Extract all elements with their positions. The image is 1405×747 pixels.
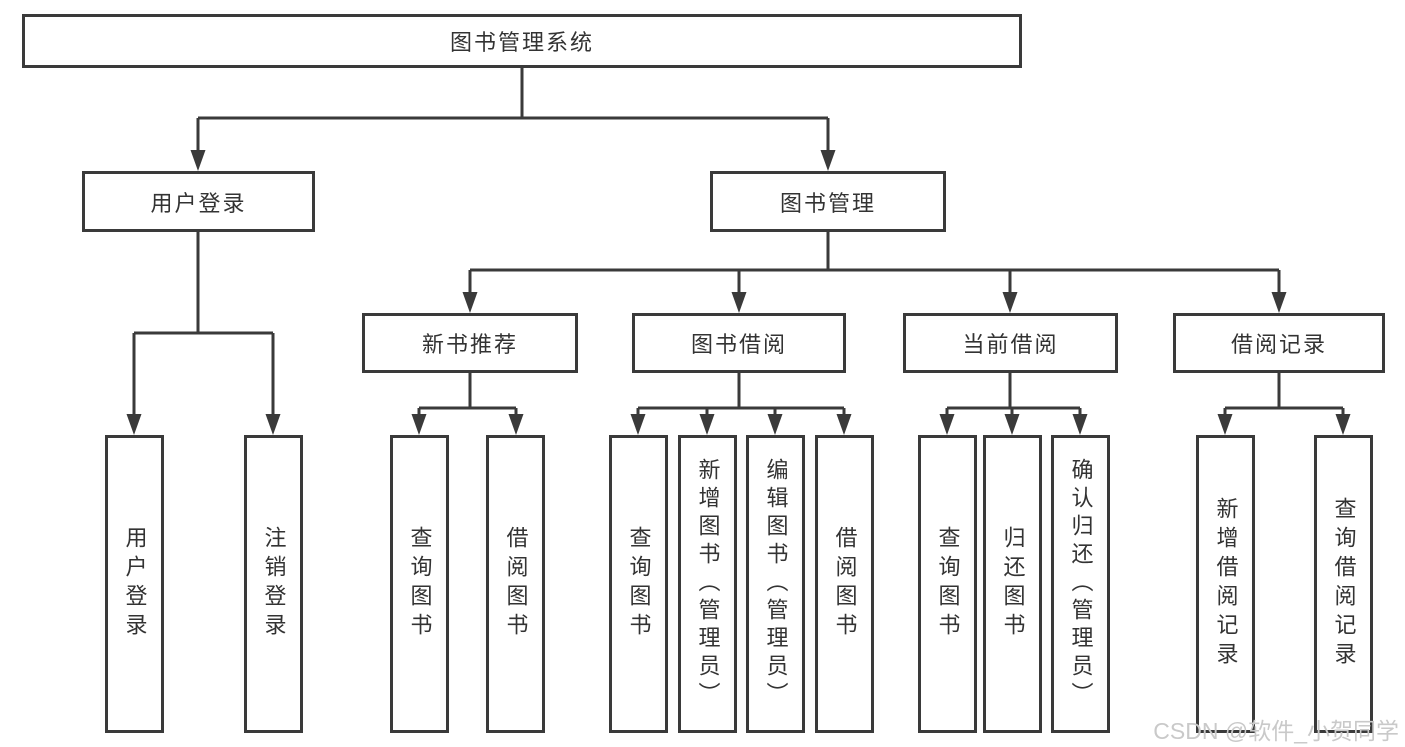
leaf-return-books: 归还图书 xyxy=(983,435,1042,733)
arrowhead xyxy=(1335,414,1351,435)
node-library-management-system: 图书管理系统 xyxy=(22,14,1022,68)
arrowhead xyxy=(767,414,783,435)
arrowhead xyxy=(126,414,142,435)
arrowhead xyxy=(1217,414,1233,435)
arrowhead xyxy=(699,414,715,435)
arrowhead xyxy=(508,414,524,435)
leaf-borrow-books: 借阅图书 xyxy=(815,435,874,733)
leaf-user-login: 用户登录 xyxy=(105,435,164,733)
leaf-borrow-books-recommend: 借阅图书 xyxy=(486,435,545,733)
arrowhead xyxy=(411,414,427,435)
node-borrowing-records: 借阅记录 xyxy=(1173,313,1385,373)
csdn-watermark: CSDN @软件_小贺同学 xyxy=(1153,718,1399,744)
arrowhead xyxy=(462,292,478,313)
arrowhead xyxy=(1271,292,1287,313)
leaf-edit-book-admin: 编辑图书（管理员） xyxy=(746,435,805,733)
node-current-borrowing: 当前借阅 xyxy=(903,313,1118,373)
leaf-add-book-admin: 新增图书（管理员） xyxy=(678,435,737,733)
arrowhead xyxy=(265,414,281,435)
arrowhead xyxy=(731,292,747,313)
arrowhead xyxy=(939,414,955,435)
leaf-query-books-borrow: 查询图书 xyxy=(609,435,668,733)
arrowhead xyxy=(1072,414,1088,435)
leaf-logout: 注销登录 xyxy=(244,435,303,733)
arrowhead xyxy=(190,150,206,171)
arrowhead xyxy=(836,414,852,435)
node-book-management: 图书管理 xyxy=(710,171,946,232)
arrowhead xyxy=(630,414,646,435)
leaf-confirm-return-admin: 确认归还（管理员） xyxy=(1051,435,1110,733)
leaf-query-books-recommend: 查询图书 xyxy=(390,435,449,733)
node-new-book-recommendation: 新书推荐 xyxy=(362,313,578,373)
arrowhead xyxy=(1004,414,1020,435)
arrowhead xyxy=(820,150,836,171)
arrowhead xyxy=(1002,292,1018,313)
node-book-borrowing: 图书借阅 xyxy=(632,313,846,373)
node-user-login: 用户登录 xyxy=(82,171,315,232)
leaf-add-borrow-record: 新增借阅记录 xyxy=(1196,435,1255,733)
leaf-query-books-current: 查询图书 xyxy=(918,435,977,733)
leaf-query-borrow-record: 查询借阅记录 xyxy=(1314,435,1373,733)
